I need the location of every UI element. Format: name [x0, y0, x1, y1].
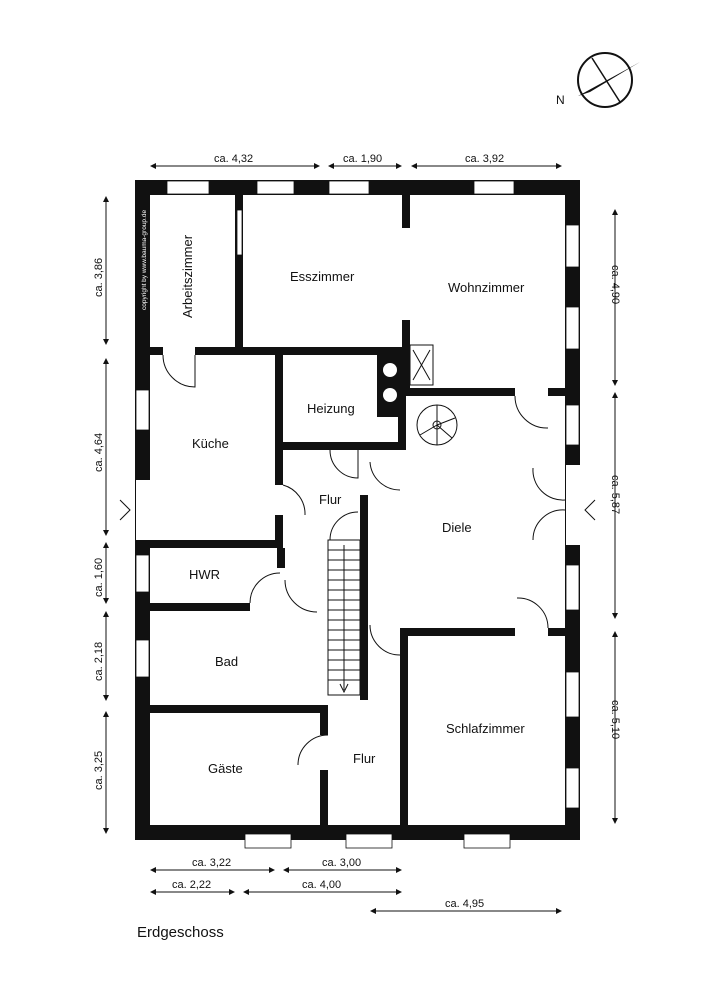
compass-icon: N: [556, 52, 640, 108]
staircase: [327, 404, 458, 696]
room-arbeitszimmer: Arbeitszimmer: [180, 234, 195, 318]
room-kueche: Küche: [192, 436, 229, 451]
room-hwr: HWR: [189, 567, 220, 582]
dim-left-2: ca. 4,64: [93, 433, 105, 472]
doors: [119, 354, 596, 766]
dim-bottom-5: ca. 4,95: [445, 898, 484, 910]
room-bad: Bad: [215, 654, 238, 669]
dim-left-5: ca. 3,25: [93, 751, 105, 790]
dim-top-1: ca. 4,32: [214, 153, 253, 165]
windows: [135, 180, 580, 849]
dim-left-3: ca. 1,60: [93, 558, 105, 597]
dimension-labels: ca. 4,32 ca. 1,90 ca. 3,92 ca. 3,86 ca. …: [93, 153, 621, 910]
dim-bottom-1: ca. 3,22: [192, 857, 231, 869]
chimney: [383, 344, 434, 402]
room-flur-top: Flur: [319, 492, 342, 507]
walls: [135, 180, 580, 840]
dim-right-2: ca. 5,87: [609, 475, 621, 514]
room-esszimmer: Esszimmer: [290, 269, 355, 284]
dimension-lines: [103, 163, 618, 914]
room-diele: Diele: [442, 520, 472, 535]
dim-right-1: ca. 4,90: [609, 265, 621, 304]
dim-left-1: ca. 3,86: [93, 258, 105, 297]
room-wohnzimmer: Wohnzimmer: [448, 280, 525, 295]
room-schlafzimmer: Schlafzimmer: [446, 721, 525, 736]
room-labels: Arbeitszimmer Esszimmer Wohnzimmer Heizu…: [180, 234, 525, 776]
room-heizung: Heizung: [307, 401, 355, 416]
floor-title: Erdgeschoss: [137, 924, 224, 941]
dim-bottom-4: ca. 4,00: [302, 879, 341, 891]
compass-label: N: [556, 93, 565, 107]
room-flur-bottom: Flur: [353, 751, 376, 766]
dim-bottom-3: ca. 2,22: [172, 879, 211, 891]
copyright-text: copyright by www.bauma-group.de: [141, 210, 148, 310]
dim-top-2: ca. 1,90: [343, 153, 382, 165]
dim-left-4: ca. 2,18: [93, 642, 105, 681]
dim-bottom-2: ca. 3,00: [322, 857, 361, 869]
dim-top-3: ca. 3,92: [465, 153, 504, 165]
dim-right-3: ca. 5,10: [609, 700, 621, 739]
room-gaeste: Gäste: [208, 761, 243, 776]
